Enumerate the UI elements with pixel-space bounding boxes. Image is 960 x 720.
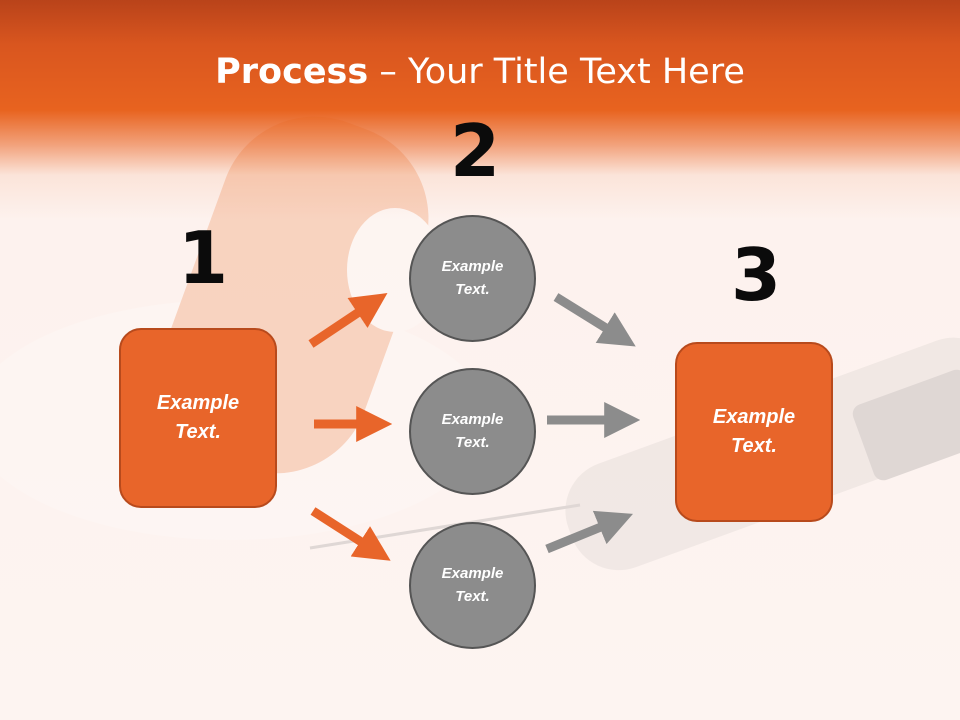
middle-circle-top: Example Text. <box>409 215 536 342</box>
step-number-2: 2 <box>450 109 501 193</box>
middle-circle-center: Example Text. <box>409 368 536 495</box>
step-3-label: Example Text. <box>712 406 796 457</box>
step-number-3: 3 <box>731 233 782 317</box>
middle-circle-bottom: Example Text. <box>409 522 536 649</box>
arrow-right-icon <box>308 293 388 348</box>
slide-title: Process – Your Title Text Here <box>0 52 960 92</box>
arrow-right-icon <box>545 510 633 554</box>
step-1-label: Example Text. <box>156 392 240 443</box>
title-rest: – Your Title Text Here <box>368 52 745 92</box>
step-number-1: 1 <box>178 216 229 300</box>
title-bold: Process <box>215 52 369 92</box>
step-1-box: Example Text. <box>119 328 277 508</box>
middle-circle-center-label: Example Text. <box>441 411 504 451</box>
arrow-right-icon <box>553 293 636 347</box>
middle-circle-bottom-label: Example Text. <box>441 565 504 605</box>
step-3-box: Example Text. <box>675 342 833 522</box>
arrow-right-icon <box>310 507 391 561</box>
middle-circle-top-label: Example Text. <box>441 258 504 298</box>
